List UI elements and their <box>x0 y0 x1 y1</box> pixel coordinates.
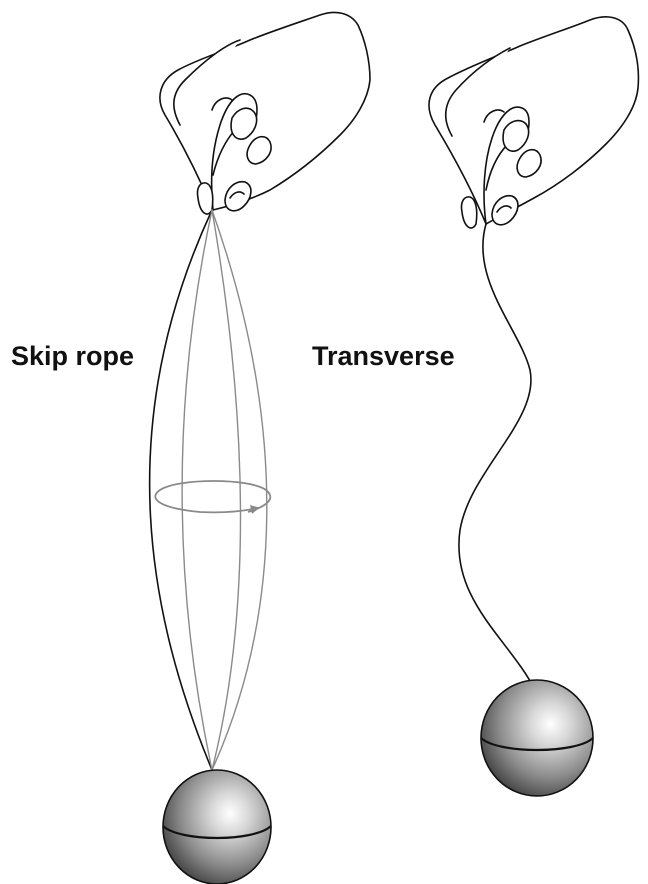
hand-icon <box>160 12 370 214</box>
skip-rope-label: Skip rope <box>11 343 134 370</box>
transverse-panel <box>429 17 638 796</box>
ball-icon <box>481 680 593 796</box>
rotating-rope <box>150 210 267 770</box>
rope-inner-left <box>182 210 212 770</box>
ball-icon <box>163 770 271 884</box>
transverse-string <box>459 224 535 690</box>
skip-rope-panel <box>150 12 370 884</box>
rotation-arrow-icon <box>155 481 270 512</box>
hand-icon <box>429 17 638 228</box>
rope-inner-right <box>212 210 241 770</box>
transverse-label: Transverse <box>312 343 455 370</box>
rope-outer-right <box>212 210 267 770</box>
